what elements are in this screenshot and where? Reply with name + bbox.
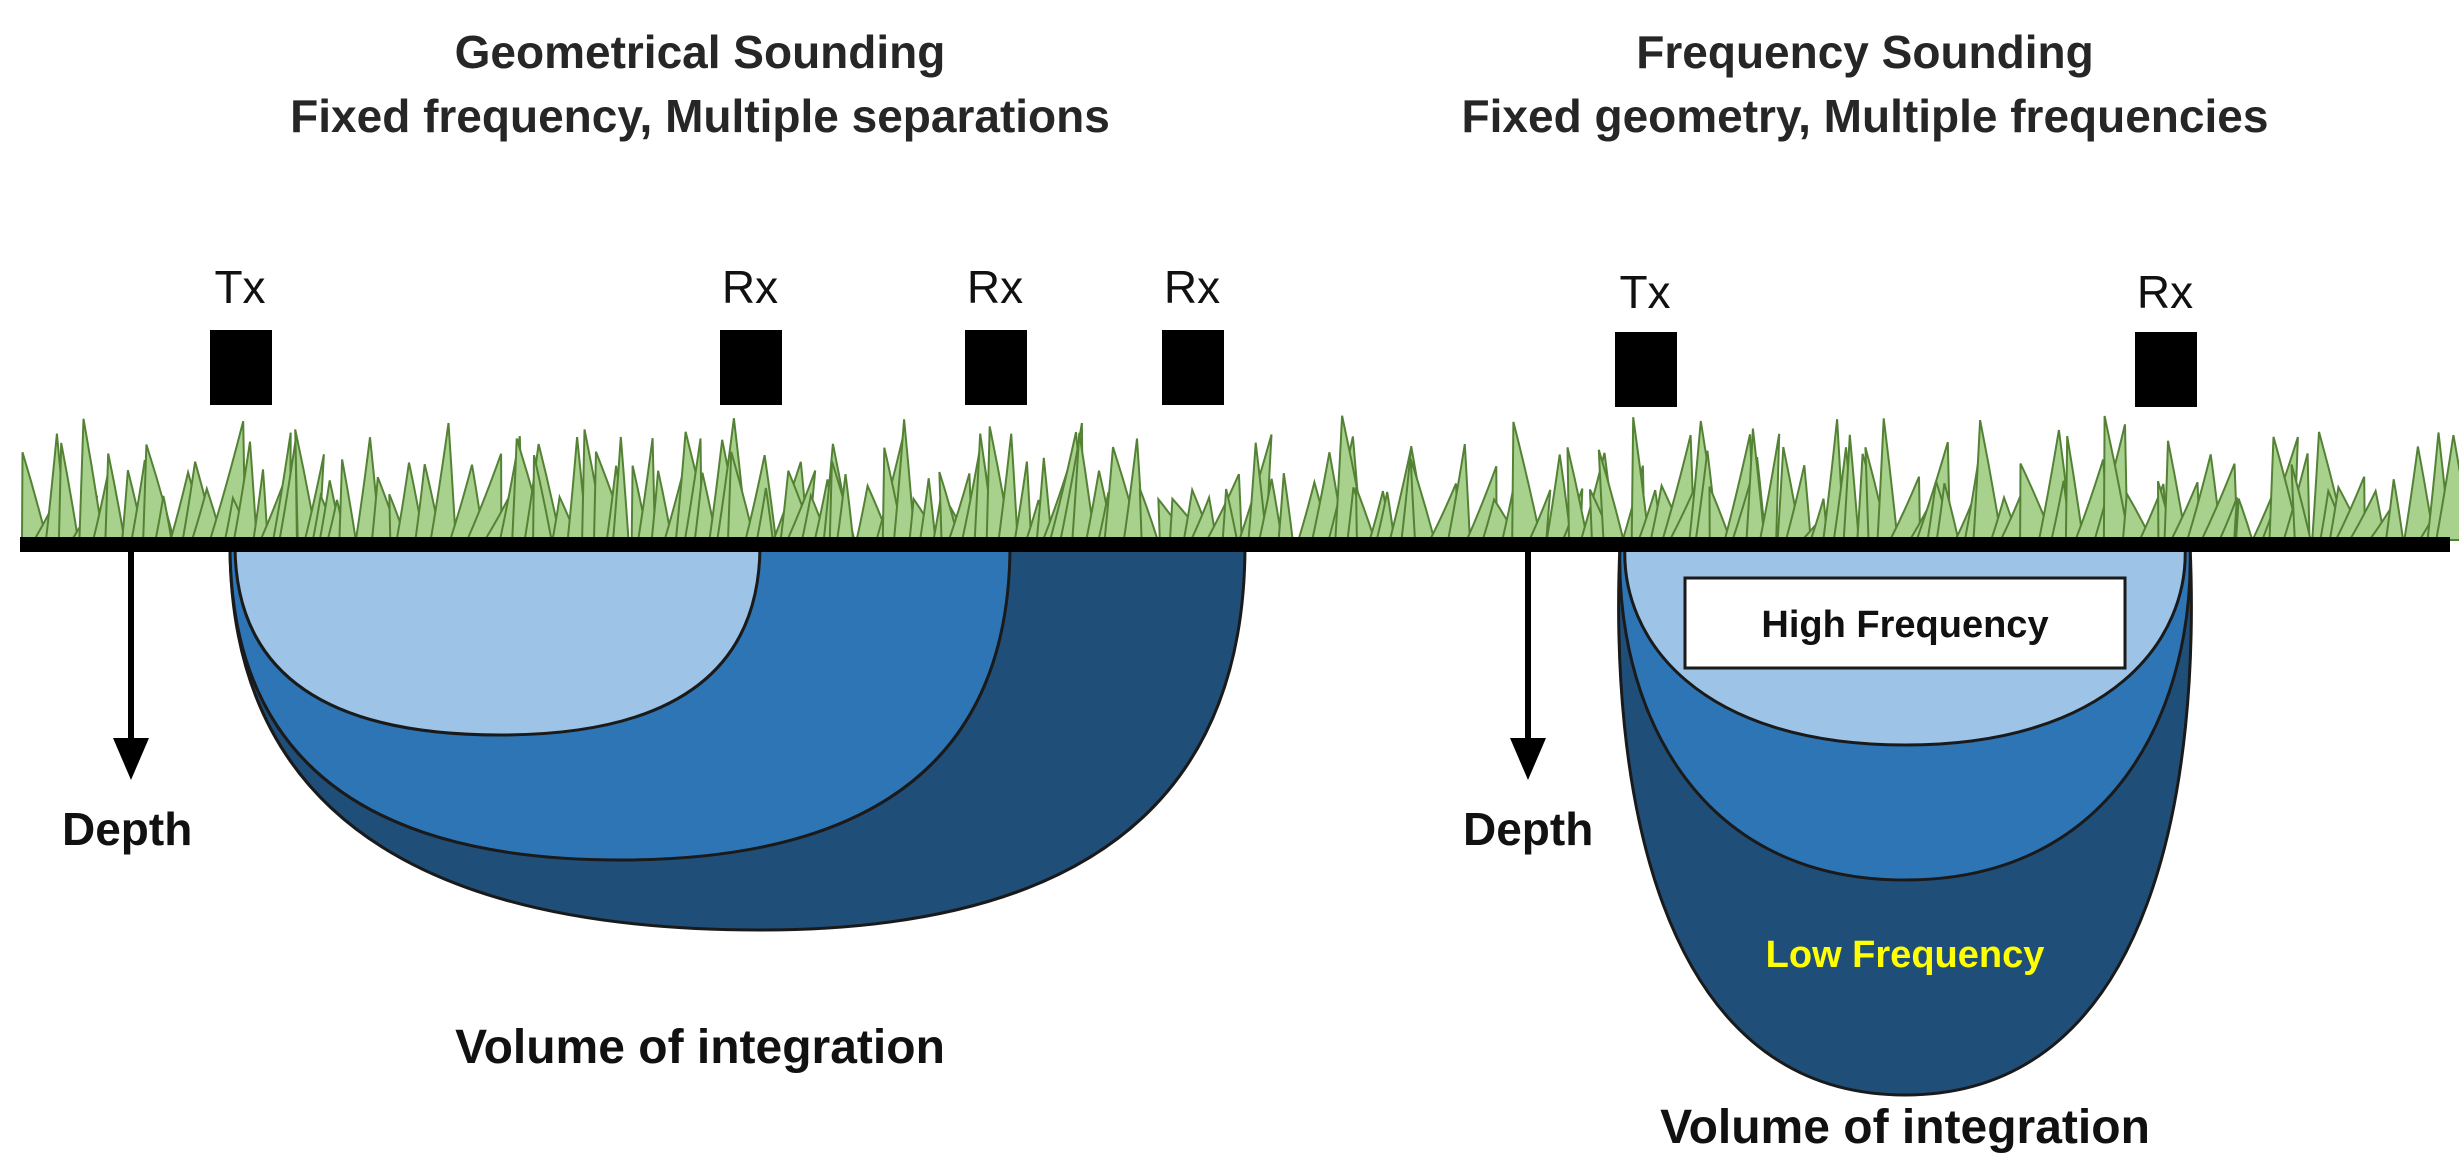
grass-blade: [338, 459, 357, 541]
left-tx-coil: [210, 330, 272, 405]
high-frequency-box: [1683, 576, 2127, 670]
left-depth-arrow: [113, 552, 149, 780]
grass-blade: [2384, 479, 2405, 541]
right-tx-label: Tx: [1619, 266, 1670, 318]
grass-blade: [1597, 449, 1625, 541]
grass-blade: [2234, 498, 2254, 541]
grass-blade: [2290, 464, 2312, 541]
right-depth-arrow: [1510, 552, 1546, 780]
grass-blade: [429, 422, 457, 541]
grass-blade: [1355, 487, 1376, 541]
grass-blade: [2102, 415, 2131, 541]
grass-blade: [1138, 488, 1160, 541]
grass-blade: [1784, 464, 1812, 541]
grass-blade: [612, 436, 630, 541]
right-rx-coil: [2135, 332, 2197, 407]
grass-blade: [1013, 461, 1033, 541]
grass-blade: [57, 442, 80, 541]
grass-blade: [1446, 443, 1471, 541]
grass-blade: [918, 478, 937, 541]
geometrical-sounding-volumes: [228, 543, 1247, 932]
left-title-line2: Fixed frequency, Multiple separations: [290, 90, 1110, 142]
right-depth-label: Depth: [1463, 803, 1593, 855]
grass-blade: [1511, 421, 1543, 541]
grass-blade: [1277, 473, 1294, 541]
grass-blade: [1842, 434, 1860, 541]
ground-line: [20, 537, 2450, 552]
grass-blade: [78, 418, 105, 541]
grass-blade: [1409, 458, 1436, 541]
grass-blade: [232, 441, 258, 541]
volume-short-separation: [233, 543, 762, 737]
left-rx-label-2: Rx: [967, 261, 1023, 313]
right-tx-coil: [1615, 332, 1677, 407]
grass-layer: [20, 415, 2459, 541]
right-title-line1: Frequency Sounding: [1636, 26, 2093, 78]
grass-blade: [104, 453, 126, 541]
grass-blade: [1876, 418, 1899, 541]
left-rx-coil-3: [1162, 330, 1224, 405]
grass-blade: [1630, 417, 1651, 541]
grass-blade: [1745, 428, 1766, 541]
grass-blade: [532, 454, 553, 541]
grass-blade: [2217, 497, 2238, 541]
left-volume-label: Volume of integration: [455, 1021, 945, 1074]
grass-blade: [755, 487, 774, 541]
left-tx-label: Tx: [214, 261, 265, 313]
high-frequency-label: High Frequency: [1761, 604, 2048, 646]
grass-blade: [836, 473, 855, 541]
grass-blade: [1221, 488, 1239, 541]
frequency-sounding-volumes: High Frequency Low Frequency: [1617, 543, 2193, 1097]
left-rx-coil-2: [965, 330, 1027, 405]
left-rx-label-1: Rx: [722, 261, 778, 313]
right-rx-label: Rx: [2137, 266, 2193, 318]
left-depth-label: Depth: [62, 803, 192, 855]
grass-blade: [2435, 434, 2459, 541]
grass-blade: [1758, 433, 1781, 541]
grass-blade: [2064, 435, 2085, 541]
right-title-line2: Fixed geometry, Multiple frequencies: [1462, 90, 2269, 142]
grass-blade: [1527, 489, 1552, 541]
grass-blade: [20, 452, 49, 541]
left-title-line1: Geometrical Sounding: [455, 26, 946, 78]
low-frequency-label: Low Frequency: [1766, 934, 2045, 976]
grass-blade: [1972, 420, 2003, 541]
grass-blade: [154, 495, 173, 541]
grass-blade: [1566, 447, 1589, 541]
grass-blade: [997, 433, 1019, 541]
grass-blade: [1935, 483, 1960, 541]
left-rx-coil-1: [720, 330, 782, 405]
left-rx-label-3: Rx: [1164, 261, 1220, 313]
right-volume-label: Volume of integration: [1660, 1101, 2150, 1154]
